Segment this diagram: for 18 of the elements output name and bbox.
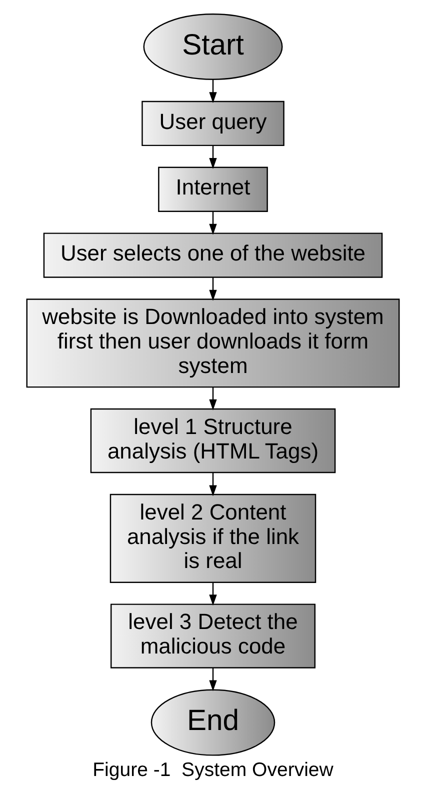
caption: Figure -1 System Overview (92, 758, 333, 780)
node-box: level 2 Content analysis if the link is real (109, 493, 316, 582)
node-box: website is Downloaded into system first then user downloads it form system (26, 298, 400, 388)
node-ellipse: Start (142, 12, 282, 80)
node-box: User selects one of the website (42, 232, 382, 278)
node-ellipse: End (150, 688, 275, 756)
arrow (208, 668, 216, 691)
node-box: User query (141, 100, 284, 146)
arrow (208, 144, 216, 168)
arrow (208, 277, 216, 300)
arrow (208, 472, 216, 496)
arrow (208, 79, 216, 103)
arrow (208, 387, 216, 410)
node-box: level 3 Detect the malicious code (110, 603, 316, 668)
arrow (208, 210, 216, 234)
node-box: Internet (158, 166, 268, 212)
arrow (208, 582, 216, 606)
node-box: level 1 Structure analysis (HTML Tags) (90, 408, 336, 473)
